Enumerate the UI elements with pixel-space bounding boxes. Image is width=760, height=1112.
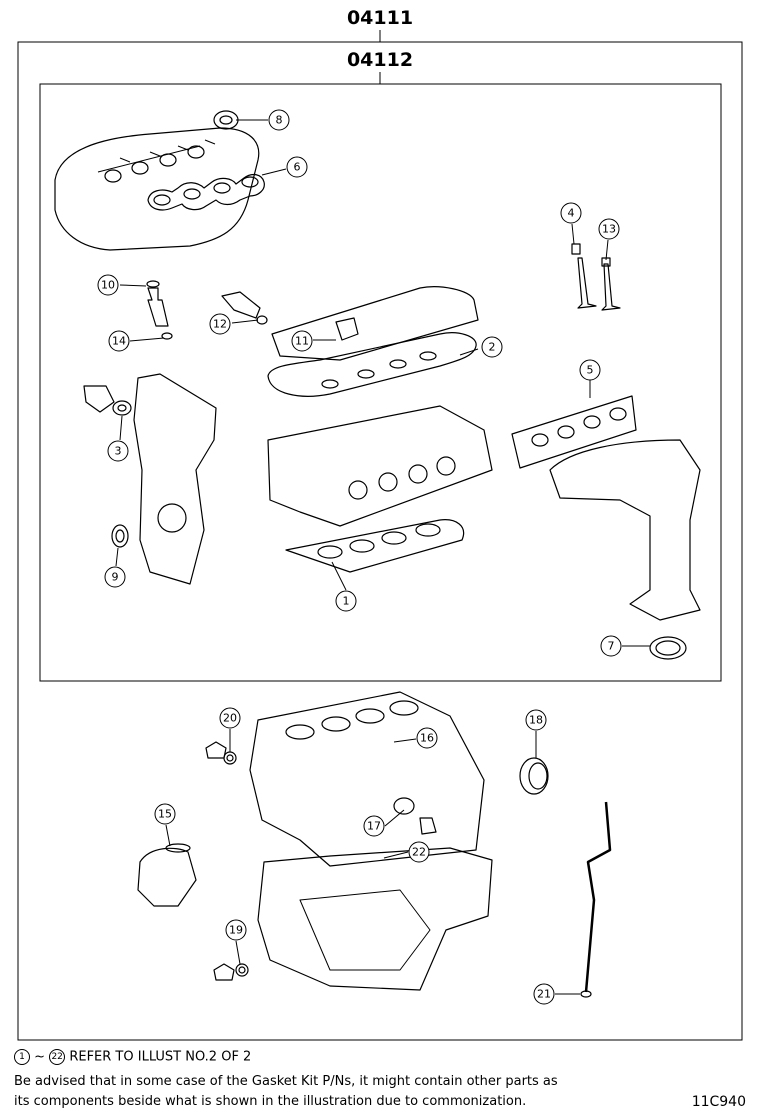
callout-label-16: 16 (420, 732, 434, 745)
callout-label-18: 18 (529, 714, 543, 727)
callout-label-12: 12 (213, 318, 227, 331)
callout-label-6: 6 (294, 161, 301, 174)
outer-kit-frame (17, 41, 743, 1041)
callout-15 (154, 803, 176, 825)
callout-label-13: 13 (602, 223, 616, 236)
exhaust-pipe-gasket-drawing (649, 636, 687, 660)
head-cover-gasket-drawing (267, 332, 477, 397)
crank-oil-seal-drawing (111, 524, 129, 548)
cylinder-block-drawing (249, 691, 485, 867)
engine-cover-drawing (54, 127, 260, 251)
range-start-callout: 1 (14, 1049, 30, 1065)
water-pump-drawing (137, 847, 197, 907)
callout-label-22: 22 (412, 846, 426, 859)
callout-label-17: 17 (367, 820, 381, 833)
callout-21 (533, 983, 555, 1005)
callout-7 (600, 635, 622, 657)
water-inlet-drawing (83, 385, 115, 413)
kit-part-number-04111: 04111 (347, 7, 413, 29)
callout-label-14: 14 (112, 335, 126, 348)
injector-drawing (147, 287, 169, 327)
callout-label-15: 15 (158, 808, 172, 821)
range-end-callout: 22 (49, 1049, 66, 1065)
callout-label-1: 1 (343, 595, 350, 608)
callout-label-20: 20 (223, 712, 237, 725)
oil-pan-drawing (257, 847, 493, 991)
range-separator: ~ (34, 1049, 46, 1065)
sensor-drawing (221, 291, 261, 319)
kit-part-number-04112: 04112 (347, 49, 413, 71)
callout-label-10: 10 (101, 279, 115, 292)
callout-9 (104, 566, 126, 588)
callout-17 (363, 815, 385, 837)
callout-16 (416, 727, 438, 749)
throttle-gasket-drawing (213, 110, 239, 130)
valve-cover-drawing (271, 286, 479, 361)
callout-label-21: 21 (537, 988, 551, 1001)
oil-cap-drawing (335, 317, 359, 341)
callout-label-4: 4 (568, 207, 575, 220)
callout-11 (291, 330, 313, 352)
callout-19 (225, 919, 247, 941)
callout-label-5: 5 (587, 364, 594, 377)
callout-4 (560, 202, 582, 224)
intake-gasket-drawing (147, 173, 265, 211)
dipstick-drawing (584, 801, 612, 993)
callout-label-2: 2 (489, 341, 496, 354)
inner-kit-frame (39, 83, 722, 682)
callout-13 (598, 218, 620, 240)
callout-3 (107, 440, 129, 462)
callout-label-3: 3 (115, 445, 122, 458)
callout-2 (481, 336, 503, 358)
drain-plug-drawing (213, 963, 235, 981)
callout-8 (268, 109, 290, 131)
callout-label-19: 19 (229, 924, 243, 937)
valve-drawing (577, 257, 597, 309)
timing-cover-drawing (133, 373, 217, 585)
rear-oil-seal-drawing (519, 757, 549, 795)
illustration-code: 11C940 (691, 1094, 746, 1110)
exhaust-gasket-drawing (511, 395, 637, 469)
callout-18 (525, 709, 547, 731)
callout-12 (209, 313, 231, 335)
cylinder-head-drawing (267, 405, 493, 527)
callout-10 (97, 274, 119, 296)
callout-14 (108, 330, 130, 352)
callout-20 (219, 707, 241, 729)
callout-label-8: 8 (276, 114, 283, 127)
callout-label-7: 7 (608, 640, 615, 653)
exhaust-manifold-drawing (549, 439, 701, 621)
advisory-line-2: its components beside what is shown in t… (14, 1094, 527, 1109)
reference-note: 1 ~ 22 REFER TO ILLUST NO.2 OF 2 (14, 1049, 251, 1065)
callout-label-9: 9 (112, 571, 119, 584)
callout-22 (408, 841, 430, 863)
callout-label-11: 11 (295, 335, 309, 348)
callout-6 (286, 156, 308, 178)
callout-1 (335, 590, 357, 612)
head-gasket-drawing (285, 519, 465, 573)
reference-text: REFER TO ILLUST NO.2 OF 2 (69, 1049, 252, 1065)
callout-5 (579, 359, 601, 381)
advisory-line-1: Be advised that in some case of the Gask… (14, 1074, 558, 1089)
